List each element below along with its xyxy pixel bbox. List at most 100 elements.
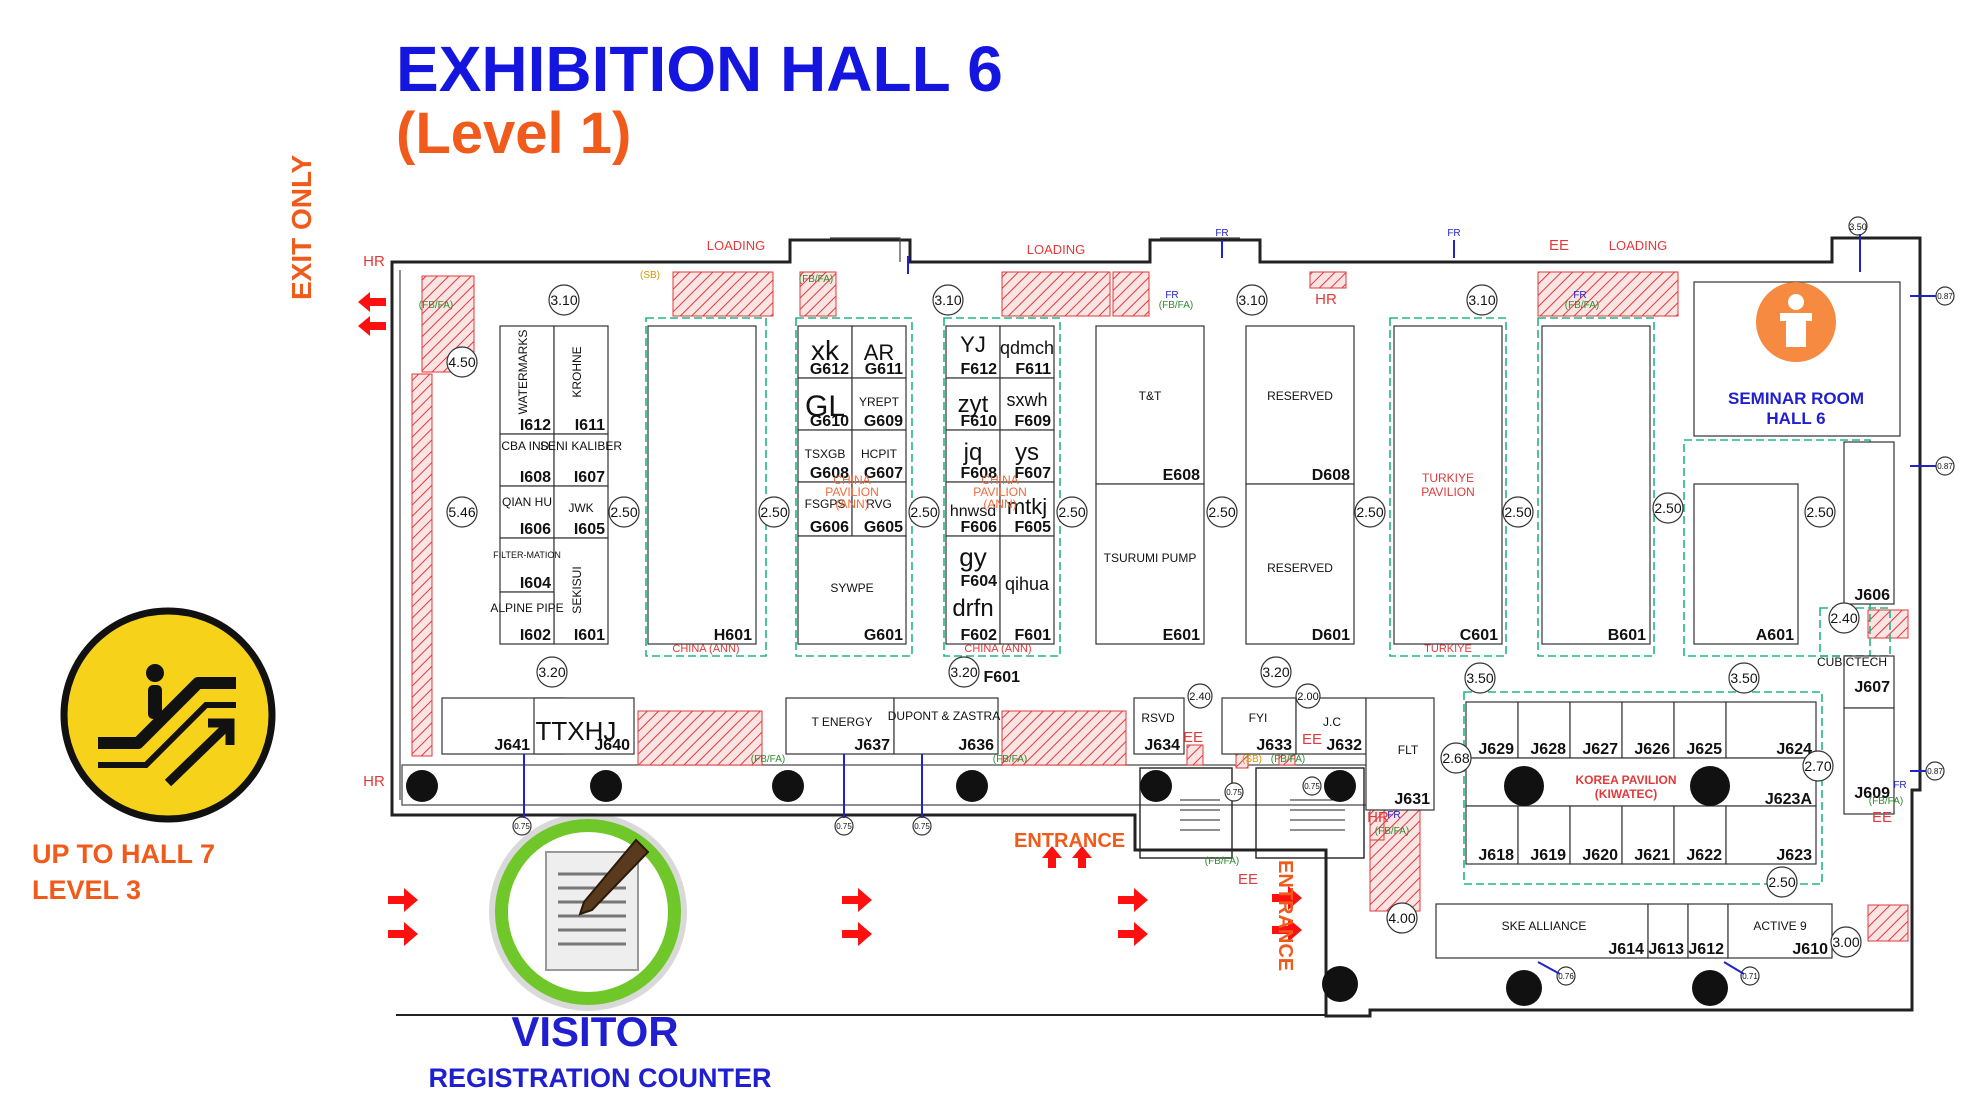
booth-id: I608 <box>520 469 551 486</box>
booth-id: G611 <box>865 361 903 378</box>
aisle-width-label: 3.20 <box>1262 664 1289 680</box>
aisle-width-label: 3.50 <box>1730 670 1757 686</box>
sb-label: (SB) <box>640 270 660 281</box>
fbfa-label: (FB/FA) <box>419 300 453 311</box>
aisle-width-label: 3.10 <box>1238 292 1265 308</box>
aisle-width-label: 2.50 <box>1768 874 1795 890</box>
pavilion-label: CHINA (ANN) <box>964 643 1031 655</box>
aisle-width-label: 2.50 <box>1208 504 1235 520</box>
pavilion-label: KOREA PAVILION <box>1575 773 1676 787</box>
booth-id: G612 <box>810 361 849 378</box>
aisle-width-label: 2.70 <box>1804 758 1831 774</box>
entrance-arrow-icon <box>388 846 1302 946</box>
entrance-side-label: ENTRANCE <box>1274 860 1296 972</box>
aisle-width-label: 3.50 <box>1466 670 1493 686</box>
booth-id: J622 <box>1686 847 1722 864</box>
fbfa-label: (FB/FA) <box>1271 754 1305 765</box>
fbfa-label: (FB/FA) <box>799 274 833 285</box>
booth-name: xk <box>811 335 840 366</box>
escalator-icon <box>58 605 278 825</box>
booth-id: F606 <box>961 519 998 536</box>
exit-arrow-icon <box>358 292 386 336</box>
booth-name: CBA IND. <box>501 439 552 453</box>
booth-id: I602 <box>520 627 551 644</box>
aisle-width-label: 3.20 <box>538 664 565 680</box>
aisle-width-label: 3.50 <box>1849 222 1867 232</box>
aisle-width-label: 2.68 <box>1442 750 1469 766</box>
ee-label: EE <box>1872 809 1892 826</box>
aisle-width-label: 0.75 <box>1304 782 1320 791</box>
pavilion-label: TURKIYE <box>1424 643 1472 655</box>
booth-id: C601 <box>1460 627 1498 644</box>
booth-name: RVG <box>866 497 892 511</box>
pavilion-label: PAVILION <box>1421 485 1475 499</box>
pavilion-label: TURKIYE <box>1422 471 1474 485</box>
booth-id: G601 <box>864 627 903 644</box>
booth-id: H601 <box>714 627 752 644</box>
booth-name: ACTIVE 9 <box>1753 919 1807 933</box>
booth-id: E608 <box>1163 467 1200 484</box>
booth-id: J613 <box>1648 941 1684 958</box>
booth-id: F604 <box>961 573 998 590</box>
aisle-width-label: 0.76 <box>1558 972 1574 981</box>
booth-id: A601 <box>1756 627 1794 644</box>
booth-id: J633 <box>1256 737 1292 754</box>
booth-id: F611 <box>1015 361 1051 378</box>
booth-name: qihua <box>1005 574 1050 594</box>
booth-id: G606 <box>810 519 849 536</box>
aisle-width-label: 0.75 <box>1226 788 1242 797</box>
page-title: EXHIBITION HALL 6 <box>396 33 1003 105</box>
booth-id: F610 <box>961 413 998 430</box>
booth-id: J631 <box>1394 791 1430 808</box>
aisle-width-label: 2.40 <box>1830 610 1857 626</box>
aisle-width-label: 2.50 <box>760 504 787 520</box>
booth-name: sxwh <box>1006 390 1047 410</box>
booth-name: AR <box>864 340 895 365</box>
booth-id: J606 <box>1854 587 1890 604</box>
ee-label: EE <box>1183 729 1203 746</box>
booth-name: KROHNE <box>570 346 584 397</box>
ee-label: EE <box>1549 237 1569 254</box>
booth-id: J620 <box>1582 847 1618 864</box>
booth-id: F608 <box>961 465 998 482</box>
booth-id: I605 <box>574 521 605 538</box>
pavilion-label: (ANN) <box>983 497 1016 511</box>
aisle-width-label: 2.50 <box>1058 504 1085 520</box>
aisle-width-label: 0.87 <box>1937 462 1953 471</box>
fr-label: FR <box>1165 290 1178 301</box>
booth-name: T&T <box>1139 389 1162 403</box>
aisle-width-label: 2.50 <box>610 504 637 520</box>
fbfa-label: (FB/FA) <box>1375 826 1409 837</box>
booth-name: SEKISUI <box>570 566 584 613</box>
booth-name: RESERVED <box>1267 561 1333 575</box>
booth-name: SKE ALLIANCE <box>1502 919 1587 933</box>
booth-name: HCPIT <box>861 447 898 461</box>
booth-id: B601 <box>1608 627 1646 644</box>
booth-name: zyt <box>958 391 989 418</box>
booth-name: GL <box>805 390 845 423</box>
ee-label: EE <box>1302 731 1322 748</box>
booth-name: RESERVED <box>1267 389 1333 403</box>
booth-id: J640 <box>594 737 630 754</box>
booth-id: J607 <box>1854 679 1890 696</box>
booth-name: YJ <box>960 332 986 357</box>
hr-label: HR <box>363 773 385 790</box>
aisle-width-label: 0.87 <box>1927 767 1943 776</box>
booth-id: J618 <box>1478 847 1514 864</box>
booth-id: F609 <box>1015 413 1052 430</box>
booth-name: YREPT <box>859 395 900 409</box>
pavilion-label: PAVILION <box>973 485 1027 499</box>
booth-id: J629 <box>1478 741 1514 758</box>
loading-label: LOADING <box>1609 238 1668 253</box>
pavilion-label: CHINA (ANN) <box>672 643 739 655</box>
booth-name: DUPONT & ZASTRA <box>888 709 1000 723</box>
fbfa-label: (FB/FA) <box>751 754 785 765</box>
aisle-width-label: 0.75 <box>914 822 930 831</box>
aisle-width-label: 3.10 <box>934 292 961 308</box>
hr-label: HR <box>1315 291 1337 308</box>
booth-id: F601 <box>1015 627 1052 644</box>
booth-id: I607 <box>574 469 605 486</box>
booth-id: G608 <box>810 465 849 482</box>
aisle-width-label: 0.75 <box>836 822 852 831</box>
booth-name: ys <box>1015 439 1039 466</box>
